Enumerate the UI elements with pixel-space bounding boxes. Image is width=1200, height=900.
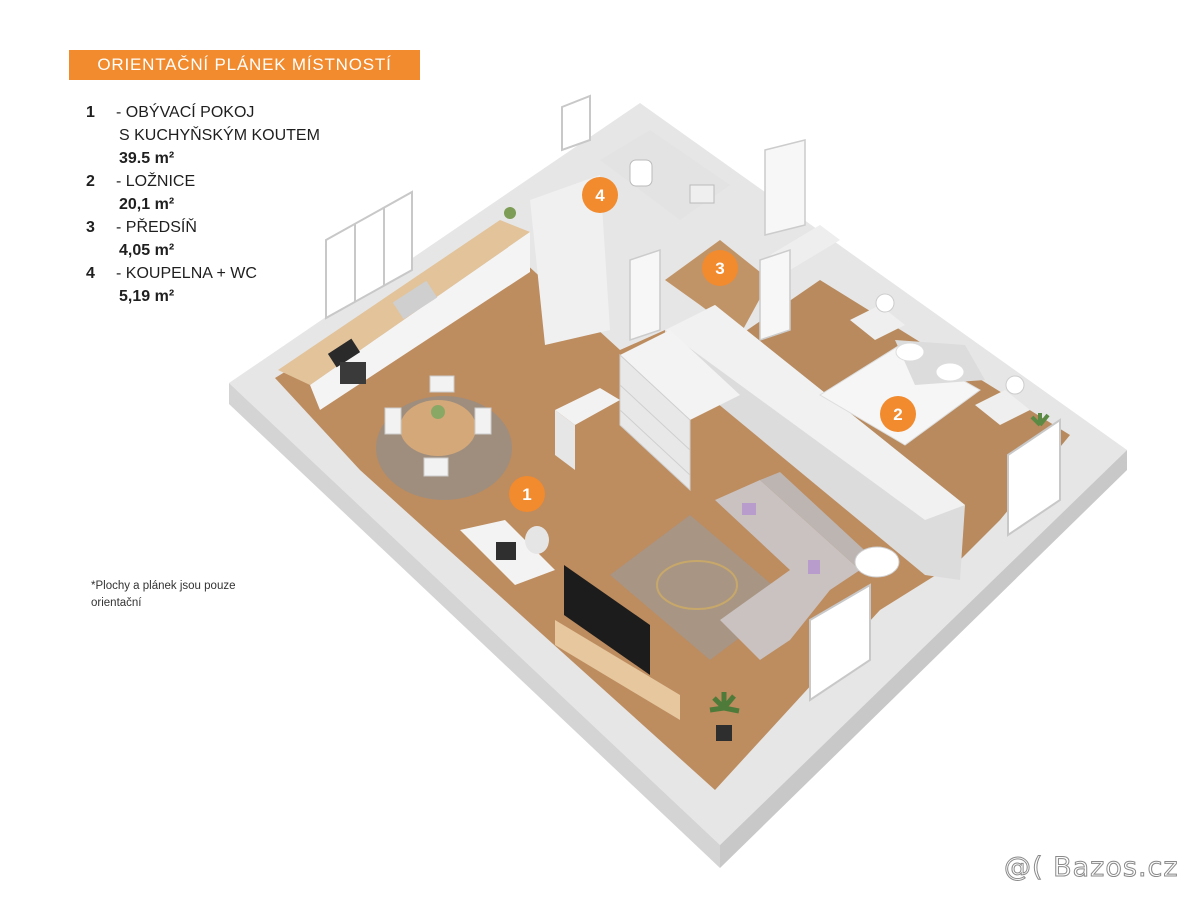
wall-left-side <box>229 383 720 868</box>
badge-number: 3 <box>715 259 724 278</box>
legend-row-4b: 5,19 m² <box>86 285 386 308</box>
partition-wall-top <box>665 305 965 520</box>
legend-row-3b: 4,05 m² <box>86 239 386 262</box>
legend-number: 4 <box>86 265 95 282</box>
bathroom-wall-block <box>530 175 610 345</box>
legend-name: - KOUPELNA + WC <box>116 265 257 282</box>
hallway-floor <box>665 240 770 335</box>
plant-icon <box>504 207 1050 741</box>
legend-name: - LOŽNICE <box>116 173 196 190</box>
plan-title: ORIENTAČNÍ PLÁNEK MÍSTNOSTÍ <box>97 55 392 74</box>
desk-icon <box>460 520 555 585</box>
legend-area: 20,1 m² <box>119 196 175 213</box>
sofa-icon <box>610 472 875 660</box>
dining-table-icon <box>376 375 512 500</box>
bed-icon <box>819 305 1030 446</box>
shelf-icon <box>555 330 740 492</box>
legend-row-1c: 39.5 m² <box>86 147 386 170</box>
badge-number: 4 <box>595 186 605 205</box>
lamp-icon <box>854 293 1025 578</box>
plan-title-banner: ORIENTAČNÍ PLÁNEK MÍSTNOSTÍ <box>69 50 420 80</box>
badge-number: 2 <box>893 405 902 424</box>
room-legend: 1 - OBÝVACÍ POKOJ S KUCHYŇSKÝM KOUTEM 39… <box>86 101 386 308</box>
legend-area: 39.5 m² <box>119 150 175 167</box>
room-badge-3: 3 <box>702 250 738 286</box>
toilet-icon <box>629 159 715 204</box>
legend-row-2: 2 - LOŽNICE <box>86 170 386 193</box>
legend-name: - PŘEDSÍŇ <box>116 219 197 236</box>
wall-right-side <box>720 450 1127 868</box>
legend-row-1b: S KUCHYŇSKÝM KOUTEM <box>86 124 386 147</box>
legend-number: 3 <box>86 219 95 236</box>
tv-icon <box>555 565 680 720</box>
legend-number: 2 <box>86 173 95 190</box>
window-icon <box>325 94 1061 702</box>
room-badge-2: 2 <box>880 396 916 432</box>
legend-name: - OBÝVACÍ POKOJ <box>116 104 255 121</box>
door-icon <box>629 139 806 342</box>
badge-number: 1 <box>522 485 531 504</box>
legend-name-line2: S KUCHYŇSKÝM KOUTEM <box>119 127 320 144</box>
room-badge-1: 1 <box>509 476 545 512</box>
legend-row-3: 3 - PŘEDSÍŇ <box>86 216 386 239</box>
room-badge-4: 4 <box>582 177 618 213</box>
watermark: @( Bazos.cz <box>1004 852 1179 884</box>
disclaimer-note: *Plochy a plánek jsou pouze orientační <box>91 580 236 609</box>
legend-row-2b: 20,1 m² <box>86 193 386 216</box>
legend-area: 4,05 m² <box>119 242 175 259</box>
legend-number: 1 <box>86 104 95 121</box>
inner-walls <box>530 175 965 580</box>
legend-area: 5,19 m² <box>119 288 175 305</box>
legend-row-4: 4 - KOUPELNA + WC <box>86 262 386 285</box>
legend-row-1: 1 - OBÝVACÍ POKOJ <box>86 101 386 124</box>
kitchen-counter-icon <box>278 220 530 410</box>
